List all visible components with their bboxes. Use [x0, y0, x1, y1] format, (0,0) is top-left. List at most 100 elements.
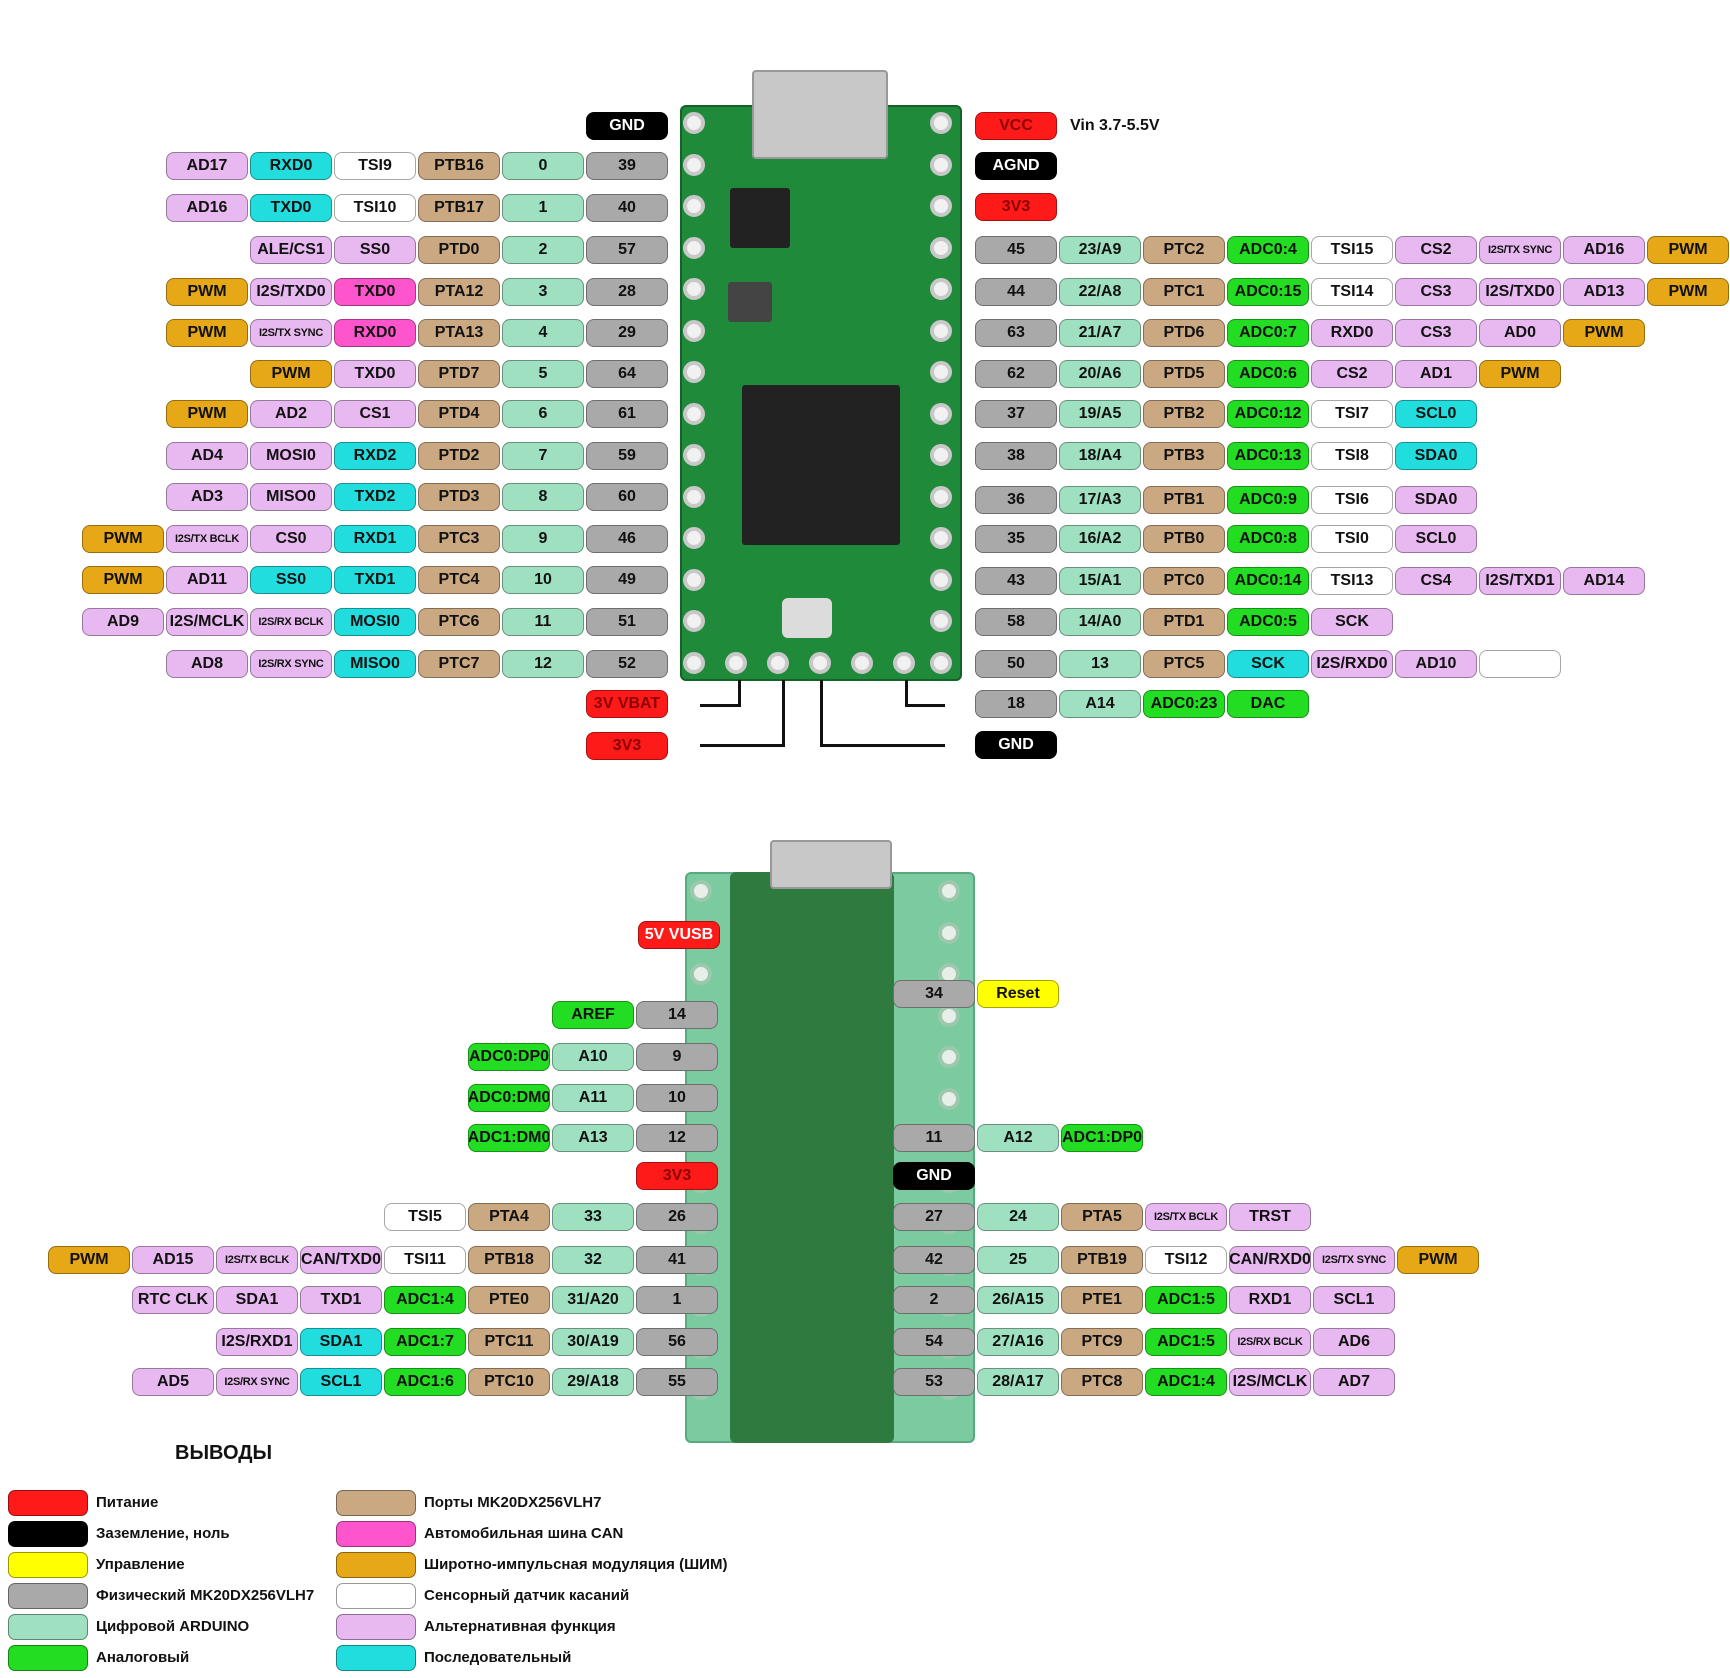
top-left-pin-r12-c5: 52: [586, 650, 668, 678]
top-left-pin-r9-c5: 9: [502, 525, 584, 553]
usb-controller-chip: [730, 188, 790, 248]
pcb-pad: [930, 527, 952, 549]
top-left-pin-r10-c3: TXD1: [334, 566, 416, 594]
top-left-pin-r4-c5: 29: [586, 319, 668, 347]
top-right-pin-r4-c2: PTB2: [1143, 400, 1225, 428]
bottom-left-pin-r7-c5: 31/A20: [552, 1286, 634, 1314]
bottom-left-pin-r6-c1: AD15: [132, 1246, 214, 1274]
top-left-pin-r2-c3: 2: [502, 236, 584, 264]
crystal-oscillator: [728, 282, 772, 322]
pcb-pad: [930, 444, 952, 466]
top-right-pin-r4-c1: 19/A5: [1059, 400, 1141, 428]
top-left-pin-r7-c4: 7: [502, 442, 584, 470]
vcc-label: VCC: [975, 112, 1057, 140]
legend-label-alt: Альтернативная функция: [424, 1618, 616, 1635]
top-right-pin-r10-c2: PTC5: [1143, 650, 1225, 678]
legend-label-can: Автомобильная шина CAN: [424, 1525, 624, 1542]
legend-swatch-pwm: [336, 1552, 416, 1578]
top-right-pin-r7-c2: PTB0: [1143, 525, 1225, 553]
top-left-pin-r11-c1: I2S/MCLK: [166, 608, 248, 636]
top-left-pin-r4-c1: I2S/TX SYNC: [250, 319, 332, 347]
bottom-left-pin-r7-c3: ADC1:4: [384, 1286, 466, 1314]
bottom-left-pin-r5-c0: TSI5: [384, 1203, 466, 1231]
top-right-pin-r7-c4: TSI0: [1311, 525, 1393, 553]
bottom-right-pin-r3-c0: 27: [893, 1203, 975, 1231]
top-left-pin-r8-c1: MISO0: [250, 483, 332, 511]
top-left-pin-r7-c5: 59: [586, 442, 668, 470]
bottom-right-pin-r5-c0: 2: [893, 1286, 975, 1314]
top-left-pin-r3-c0: PWM: [166, 278, 248, 306]
top-left-pin-r3-c1: I2S/TXD0: [250, 278, 332, 306]
wire-a14-vertical: [905, 680, 908, 707]
top-right-pin-r10-c1: 13: [1059, 650, 1141, 678]
bottom-left-pin-r8-c1: SDA1: [300, 1328, 382, 1356]
pcb-pad: [683, 651, 705, 674]
top-right-pin-r2-c5: CS3: [1395, 319, 1477, 347]
top-left-pin-r10-c0: PWM: [82, 566, 164, 594]
top-left-pin-r5-c1: TXD0: [334, 360, 416, 388]
top-right-pin-r1-c3: ADC0:15: [1227, 278, 1309, 306]
top-right-pin-r0-c3: ADC0:4: [1227, 236, 1309, 264]
top-right-pin-r8-c1: 15/A1: [1059, 567, 1141, 595]
top-right-pin-r2-c7: PWM: [1563, 319, 1645, 347]
pcb-pad: [683, 568, 705, 591]
top-right-pin-r5-c2: PTB3: [1143, 442, 1225, 470]
bottom-right-pin-r5-c2: PTE1: [1061, 1286, 1143, 1314]
top-right-pin-r3-c0: 62: [975, 360, 1057, 388]
bottom-left-pin-r9-c5: 29/A18: [552, 1368, 634, 1396]
bottom-left-pin-r2-c2: 10: [636, 1084, 718, 1112]
top-right-pin-r5-c0: 38: [975, 442, 1057, 470]
top-left-pin-r8-c4: 8: [502, 483, 584, 511]
mcu-chip: [742, 385, 900, 545]
top-left-pin-r0-c1: RXD0: [250, 152, 332, 180]
bottom-left-pin-r5-c3: 26: [636, 1203, 718, 1231]
bottom-left-pin-r1-c1: A10: [552, 1043, 634, 1071]
usb-connector: [752, 70, 888, 159]
bottom-left-pin-r2-c0: ADC0:DM0: [468, 1084, 550, 1112]
agnd-label: AGND: [975, 152, 1057, 180]
pcb-pad: [683, 402, 705, 425]
pcb-pad: [683, 444, 705, 466]
bottom-right-pin-r5-c1: 26/A15: [977, 1286, 1059, 1314]
bottom-left-pin-r0-c0: AREF: [552, 1001, 634, 1029]
pcb-pad: [683, 361, 705, 383]
top-right-pin-r4-c5: SCL0: [1395, 400, 1477, 428]
bottom-left-pin-r8-c2: ADC1:7: [384, 1328, 466, 1356]
pcb-pad: [930, 610, 952, 632]
pcb-pad: [930, 153, 952, 176]
top-right-pin-r1-c8: PWM: [1647, 278, 1729, 306]
top-left-pin-r12-c1: I2S/RX SYNC: [250, 650, 332, 678]
top-left-pin-r3-c2: TXD0: [334, 278, 416, 306]
top-right-pin-r2-c6: AD0: [1479, 319, 1561, 347]
pcb-pad: [938, 1046, 960, 1068]
bottom-left-pin-r9-c3: ADC1:6: [384, 1368, 466, 1396]
pcb-pad: [930, 236, 952, 259]
bottom-left-pin-r7-c4: PTE0: [468, 1286, 550, 1314]
top-right-pin-r8-c0: 43: [975, 567, 1057, 595]
top-left-pin-r0-c3: PTB16: [418, 152, 500, 180]
top-left-pin-r7-c2: RXD2: [334, 442, 416, 470]
pcb-pad: [930, 361, 952, 383]
vbat-label: 3V VBAT: [586, 690, 668, 718]
legend-label-touch: Сенсорный датчик касаний: [424, 1587, 630, 1604]
vusb-label: 5V VUSB: [638, 921, 720, 949]
pcb-pad: [683, 195, 705, 217]
top-right-pin-r6-c0: 36: [975, 486, 1057, 514]
top-right-pin-r8-c3: ADC0:14: [1227, 567, 1309, 595]
legend-label-digital: Цифровой ARDUINO: [96, 1618, 250, 1635]
top-left-pin-r7-c0: AD4: [166, 442, 248, 470]
top-right-pin-r8-c7: AD14: [1563, 567, 1645, 595]
bottom-right-pin-r4-c6: PWM: [1397, 1246, 1479, 1274]
legend-swatch-can: [336, 1521, 416, 1547]
bottom-left-pin-r6-c5: PTB18: [468, 1246, 550, 1274]
legend-swatch-digital: [8, 1614, 88, 1640]
top-right-pin-r2-c1: 21/A7: [1059, 319, 1141, 347]
top-right-pin-r4-c3: ADC0:12: [1227, 400, 1309, 428]
pcb-pad: [930, 485, 952, 508]
bottom-left-pin-r5-c2: 33: [552, 1203, 634, 1231]
top-left-pin-r9-c2: CS0: [250, 525, 332, 553]
pcb-pad: [930, 319, 952, 342]
top-right-pin-r4-c0: 37: [975, 400, 1057, 428]
top-right-pin-r2-c0: 63: [975, 319, 1057, 347]
bottom-left-pin-r5-c1: PTA4: [468, 1203, 550, 1231]
